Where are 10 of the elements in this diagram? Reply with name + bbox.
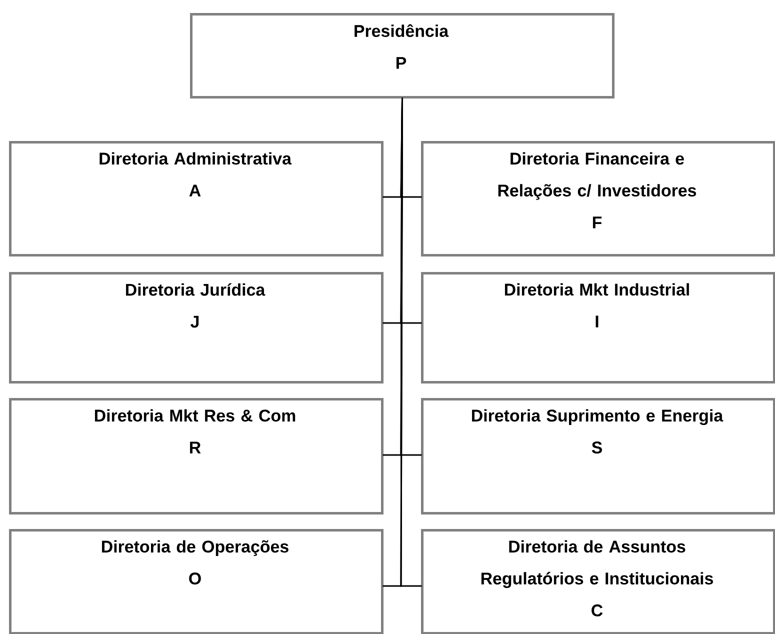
- org-box: Diretoria Administrativa A: [9, 141, 384, 256]
- org-box: Diretoria Suprimento e Energia S: [421, 398, 775, 514]
- connector-line: [400, 98, 422, 587]
- org-box: Presidência P: [190, 13, 614, 98]
- org-box: Diretoria Financeira e Relações c/ Investidores F: [421, 141, 775, 256]
- org-box: Diretoria de Assuntos Regulatórios e Institucionais C: [421, 529, 775, 634]
- org-box: Diretoria de Operações O: [9, 529, 384, 634]
- org-box: Diretoria Mkt Industrial I: [421, 272, 775, 384]
- org-box: Diretoria Mkt Res & Com R: [9, 398, 384, 514]
- org-box: Diretoria Jurídica J: [9, 272, 384, 384]
